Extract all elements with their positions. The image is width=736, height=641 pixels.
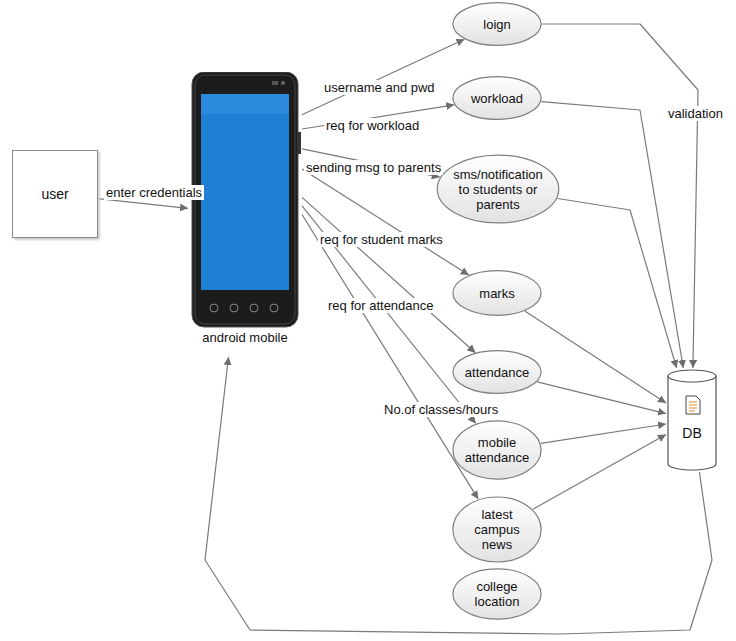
flow-connector [558,199,677,369]
node-label: loign [483,17,510,32]
process-ellipse: marks [452,270,542,316]
process-ellipse: attendance [452,350,542,394]
process-ellipse: workload [452,76,542,120]
flow-connector [302,215,478,500]
edge-label: req for student marks [318,232,445,247]
flow-connector [542,24,698,368]
process-ellipse: mobile attendance [452,420,542,480]
node-label: marks [479,286,514,301]
node-label: user [41,187,68,202]
flow-connector [541,424,666,443]
flow-connector [98,199,188,209]
node-label: DB [666,426,718,441]
process-ellipse: latest campus news [452,496,542,563]
database-outline [666,368,718,472]
flow-connector [541,102,683,368]
flow-connector [537,382,666,414]
process-ellipse: college location [452,568,542,620]
node-label: sms/notification to students or parents [450,167,546,212]
flow-connector [302,39,464,115]
flow-connector [525,311,666,403]
node-label: android mobile [188,330,302,345]
node-label: attendance [465,365,529,380]
node-label: latest campus news [466,507,528,552]
process-ellipse: loign [452,2,542,46]
edge-label: username and pwd [322,80,437,95]
edge-label: validation [666,106,725,121]
database-cylinder: DB [666,368,718,472]
mobile-device: android mobile [188,72,302,357]
node-label: college location [466,579,528,609]
edge-label: req for workload [324,118,421,133]
flow-connector [302,206,476,424]
android-phone-illustration [188,72,302,357]
edge-label: req for attendance [326,298,436,313]
flow-connector [205,357,712,634]
node-label: workload [471,91,523,106]
node-label: mobile attendance [465,435,529,465]
process-ellipse: sms/notification to students or parents [436,154,560,224]
edge-label: sending msg to parents [304,160,443,175]
flow-connector [533,435,666,510]
edge-label: enter credentials [104,185,204,200]
entity-box: user [12,150,98,238]
flow-connector [302,197,475,352]
edge-label: No.of classes/hours [382,402,500,417]
